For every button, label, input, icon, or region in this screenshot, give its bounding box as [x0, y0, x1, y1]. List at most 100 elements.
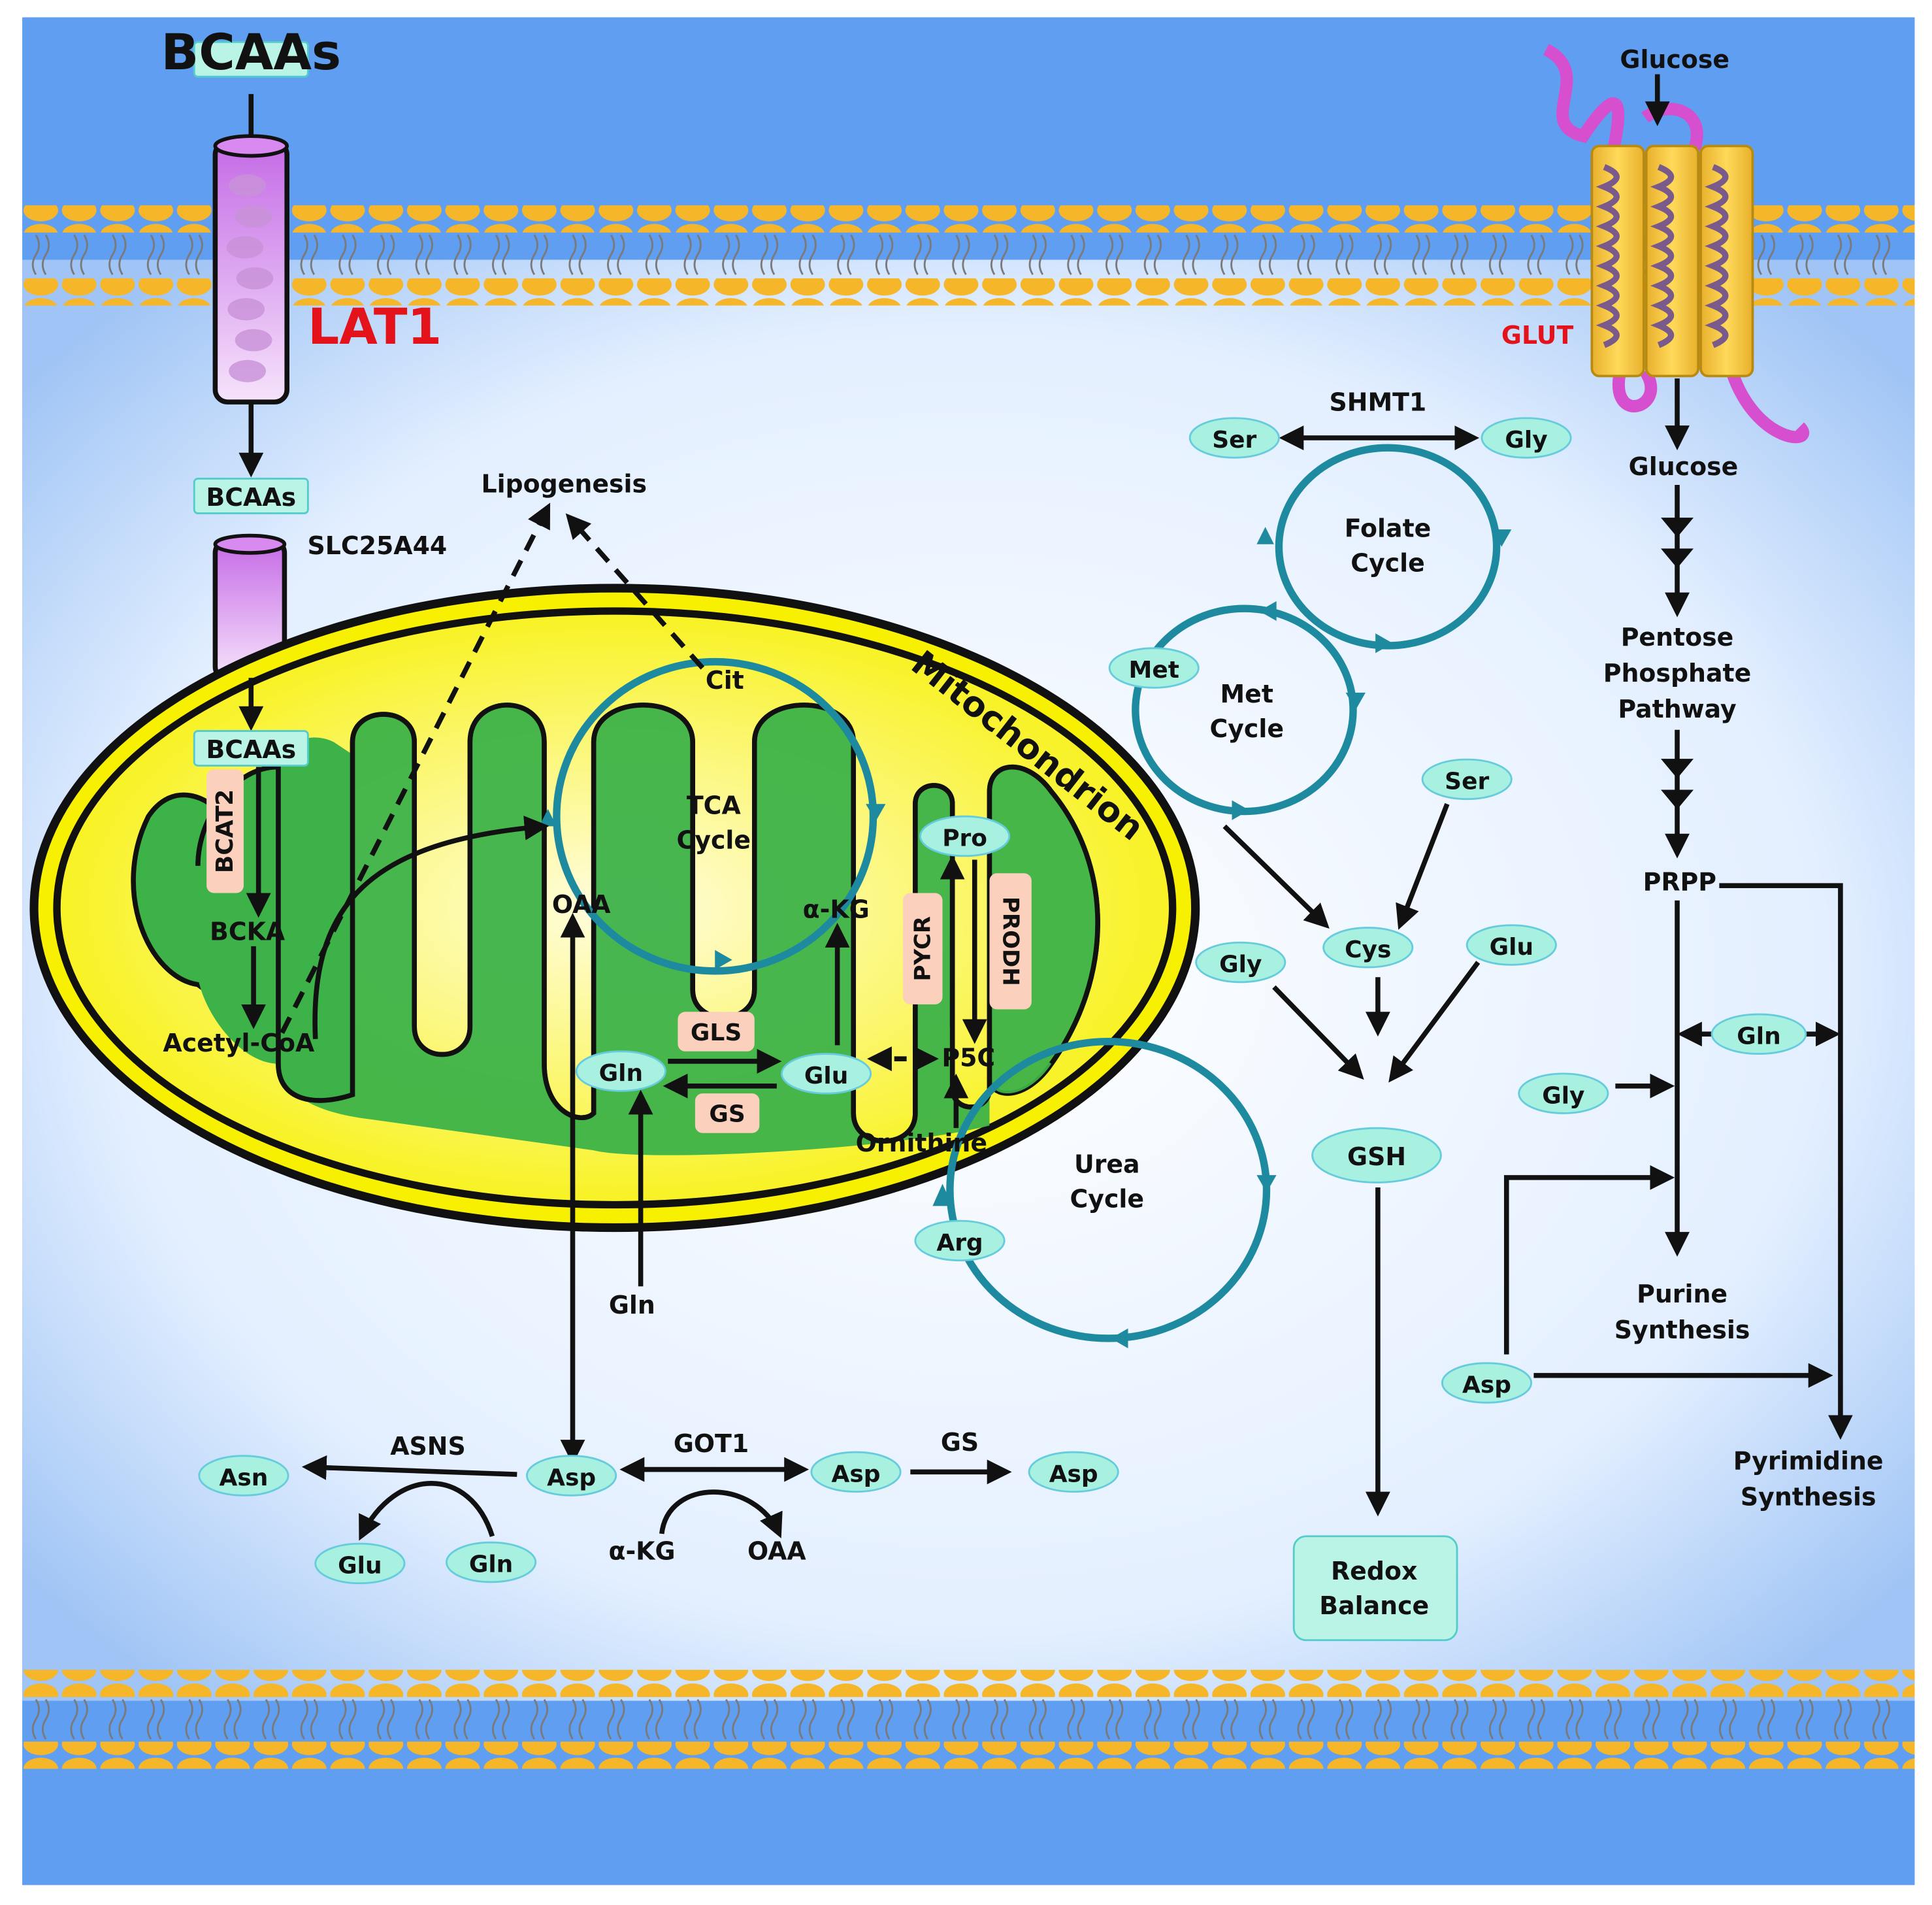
pycr-box [902, 893, 943, 1004]
lipid-tail [923, 1698, 932, 1740]
arrow-glu-gsh [1388, 961, 1481, 1083]
lipid-tail [1268, 234, 1277, 275]
lipid-tail [1729, 1698, 1737, 1740]
lipid-tail [1105, 234, 1114, 275]
lipid-tail [80, 1698, 88, 1740]
lipid-tail [1077, 1698, 1085, 1740]
lipid-tail [1220, 1698, 1229, 1740]
lipid-tail [1767, 1698, 1776, 1740]
gly-ppp-label: Gly [1542, 1082, 1584, 1109]
lipid-tail [1757, 234, 1765, 275]
asns-label: ASNS [390, 1432, 465, 1461]
arrow-akg-oaa [659, 1489, 783, 1538]
lipid-tail [760, 1698, 769, 1740]
lipid-tail [1757, 1698, 1765, 1740]
lipid-tail [376, 1698, 385, 1740]
lipid-tail [847, 234, 855, 275]
lipid-tail [1230, 1698, 1239, 1740]
lipid-tail [425, 1698, 434, 1740]
lipid-tail [1718, 1698, 1727, 1740]
gls-label: GLS [691, 1019, 742, 1046]
slc25a44-label: SLC25A44 [307, 531, 447, 560]
lipid-tail [655, 234, 664, 275]
slc25a44-transporter [212, 533, 287, 682]
lipid-tail [491, 1698, 500, 1740]
lipid-tail [923, 234, 932, 275]
arrow-cit-lipogenesis [565, 513, 705, 670]
ser2-oval [1421, 758, 1513, 801]
arg-label: Arg [936, 1230, 983, 1257]
folate-arrowhead [1256, 527, 1274, 544]
lipid-tail [1498, 234, 1507, 275]
lipid-tail [1767, 234, 1776, 275]
lipid-tail [530, 234, 538, 275]
glu-label: Glu [804, 1063, 848, 1089]
glu-b-oval [314, 1542, 406, 1585]
lipid-tail [1882, 234, 1891, 275]
asp-ppp-label: Asp [1462, 1372, 1511, 1399]
lat1-transporter [212, 134, 289, 405]
arrow-asp-purine [1503, 1165, 1675, 1355]
lipid-tail [617, 1698, 625, 1740]
lipid-tail [463, 1698, 472, 1740]
ppp-label-1: Pentose [1621, 623, 1734, 652]
lipid-tail [1153, 234, 1162, 275]
gls-box [678, 1012, 755, 1052]
lipid-tail [1028, 1698, 1037, 1740]
lipid-tail [1805, 234, 1814, 275]
bcaas-mid-label: BCAAs [206, 483, 296, 512]
lipid-tail [875, 234, 884, 275]
asp3-label: Asp [1049, 1461, 1098, 1487]
lipid-tail [1192, 234, 1200, 275]
arrow-asp-asn [301, 1455, 517, 1480]
met-cycle-label-1: Met [1220, 680, 1273, 708]
pycr-label: PYCR [910, 916, 936, 982]
urea-arrowhead [932, 1184, 953, 1206]
folate-cycle-label-2: Cycle [1351, 548, 1425, 577]
ppp-double-arrow [1661, 548, 1694, 569]
gln-b-oval [445, 1541, 537, 1583]
met-cycle-label-2: Cycle [1209, 714, 1284, 743]
lipid-tail [607, 234, 615, 275]
lipid-tail [338, 234, 347, 275]
lipid-tail [1258, 1698, 1267, 1740]
arrow-met-cys [1222, 824, 1330, 929]
lipid-tail [1383, 234, 1392, 275]
lipid-tail [568, 234, 577, 275]
ser2-label: Ser [1445, 769, 1489, 795]
lipid-tail [118, 1698, 127, 1740]
akg-b-label: α-KG [608, 1537, 675, 1566]
lipid-tail [1652, 1698, 1660, 1740]
purine-label-2: Synthesis [1614, 1316, 1750, 1344]
urea-cycle-label-1: Urea [1074, 1150, 1140, 1178]
lipid-tail [272, 1698, 280, 1740]
lipid-tail [1575, 234, 1584, 275]
lipid-tail [1833, 1698, 1842, 1740]
lipid-tail [463, 234, 472, 275]
lipid-tail [502, 1698, 510, 1740]
lipid-tail [41, 1698, 50, 1740]
lipid-tail [80, 234, 88, 275]
ser-label: Ser [1212, 427, 1256, 454]
lipid-tail [655, 1698, 664, 1740]
oaa-b-label: OAA [747, 1537, 806, 1566]
p5c-label: P5C [941, 1044, 995, 1072]
folate-arrowhead [1375, 633, 1393, 654]
lipid-tail [875, 1698, 884, 1740]
lipid-tail [491, 234, 500, 275]
tca-arrowhead [866, 804, 886, 821]
glucose-in-label: Glucose [1629, 452, 1739, 481]
met-arrowhead [1345, 692, 1366, 710]
lipid-tail [847, 1698, 855, 1740]
lipid-tail [1268, 1698, 1277, 1740]
lipid-tail [913, 234, 922, 275]
gly-label: Gly [1505, 427, 1547, 454]
glu-b-label: Glu [338, 1553, 382, 1580]
lipid-tail [683, 234, 692, 275]
lipid-tail [1038, 234, 1047, 275]
lipid-tail [31, 1698, 41, 1740]
lipid-tail [837, 1698, 845, 1740]
lipid-tail [185, 1698, 193, 1740]
shmt1-label: SHMT1 [1330, 388, 1427, 416]
lipid-tail [156, 234, 165, 275]
